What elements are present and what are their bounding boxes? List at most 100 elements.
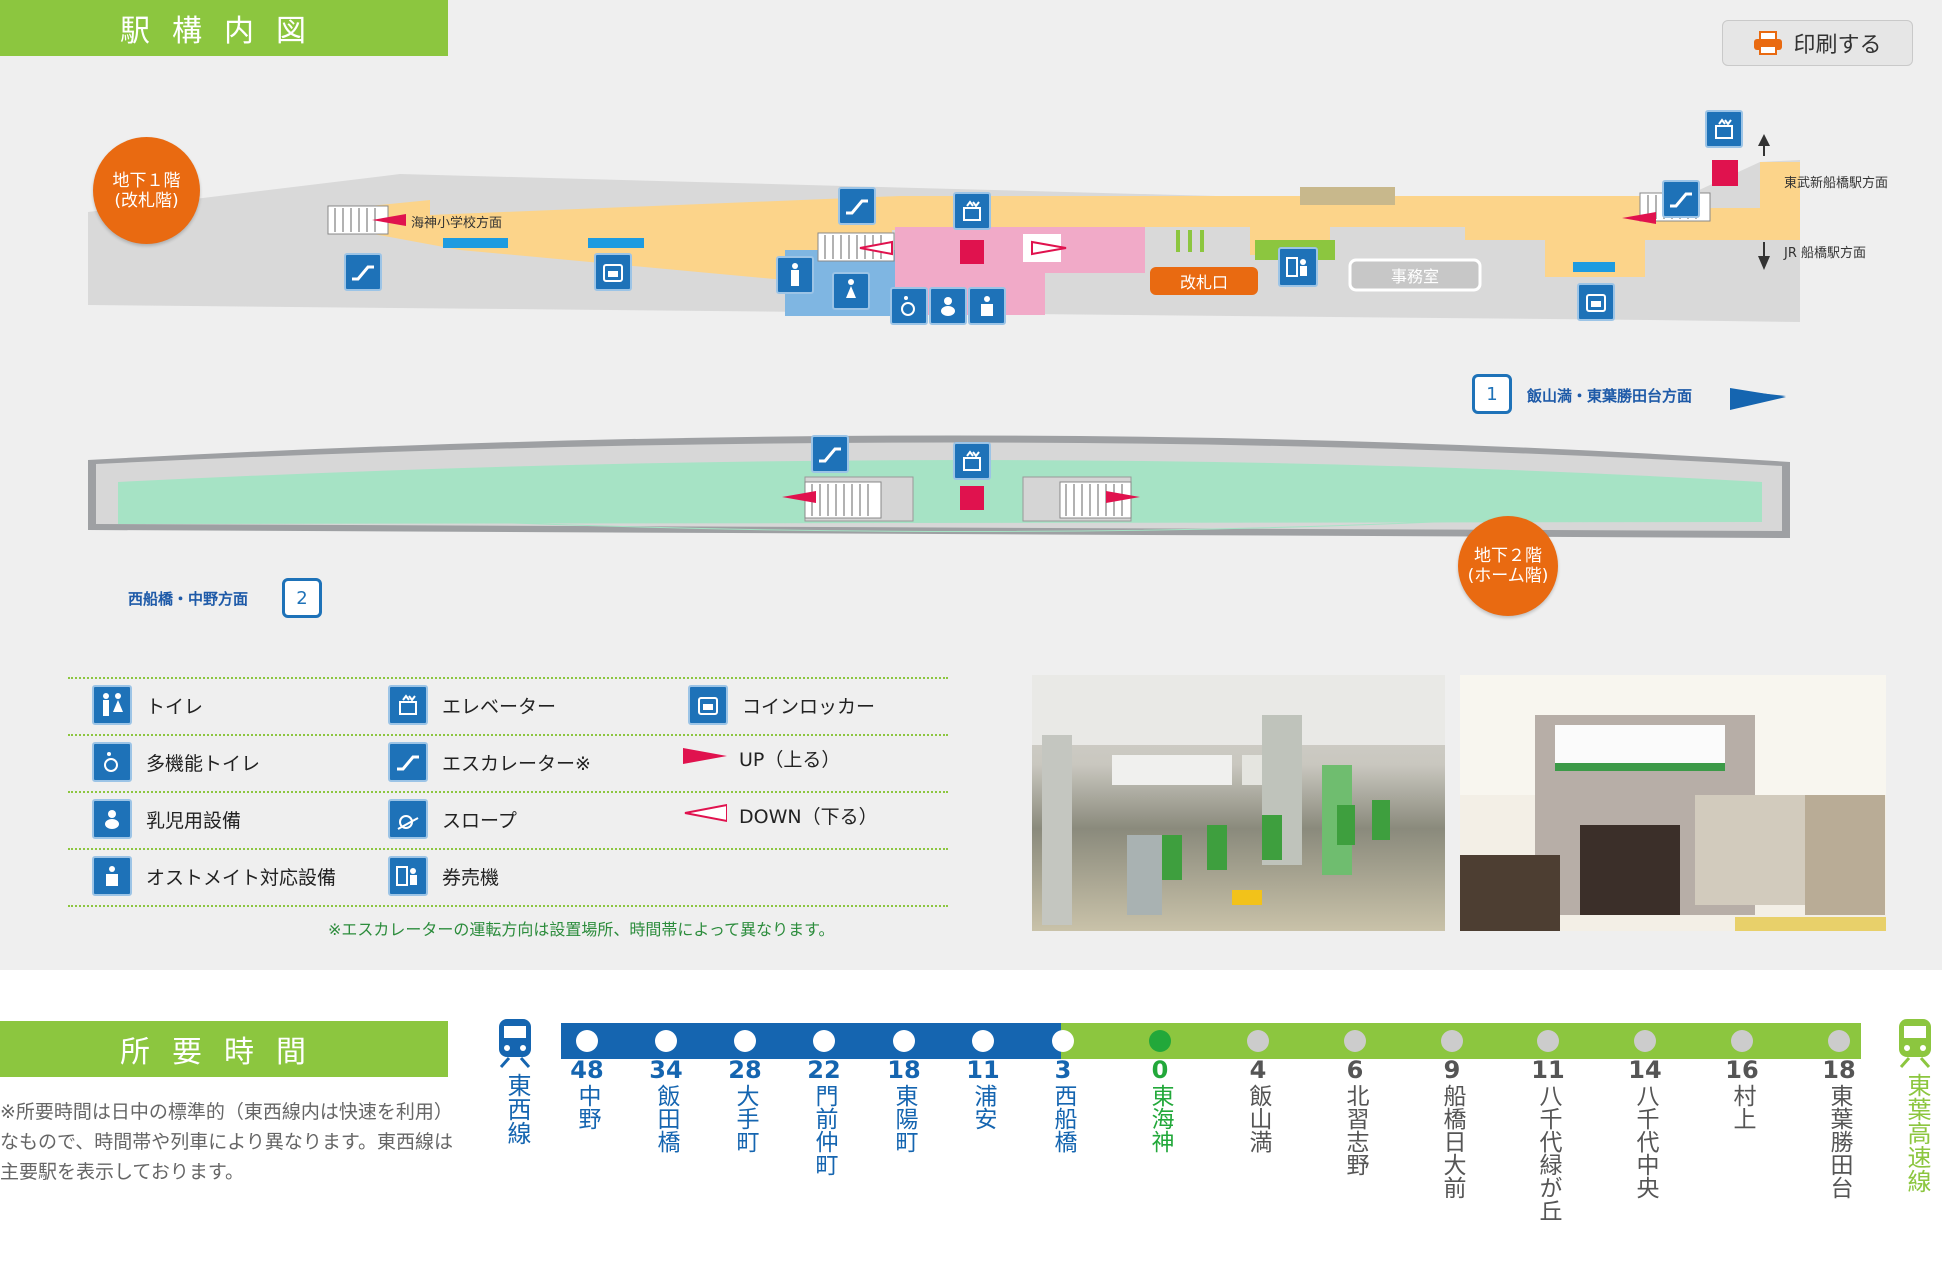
down-arrow-icon	[683, 803, 728, 828]
station-name: 中野	[574, 1084, 600, 1130]
station-minutes: 14	[1628, 1056, 1662, 1084]
legend-label: コインロッカー	[742, 695, 876, 718]
legend-multipurpose-toilet: 多機能トイレ	[92, 742, 260, 782]
legend-label: エスカレーター※	[442, 752, 591, 775]
station-minutes: 9	[1443, 1056, 1461, 1084]
legend-baby: 乳児用設備	[92, 799, 241, 839]
toyo-line-label: 東葉高速線	[1903, 1073, 1931, 1193]
time-section-title: 所要時間	[0, 1021, 448, 1077]
station-minutes: 34	[649, 1056, 683, 1084]
floor-b1-sub: (改札階)	[114, 190, 179, 211]
legend-coin-locker: コインロッカー	[688, 685, 875, 725]
floor-b1-name: 地下１階	[112, 170, 181, 191]
legend-label: 多機能トイレ	[146, 752, 261, 775]
platform-2-direction: 西船橋・中野方面	[128, 590, 249, 608]
station-dot	[1634, 1030, 1656, 1052]
station-name: 西船橋	[1050, 1084, 1076, 1153]
station-dot	[734, 1030, 756, 1052]
elevator-icon	[953, 442, 991, 480]
station-minutes: 0	[1151, 1056, 1169, 1084]
station-minutes: 4	[1249, 1056, 1267, 1084]
elevator-icon	[953, 192, 991, 230]
station-minutes: 48	[570, 1056, 604, 1084]
station-name: 浦安	[970, 1084, 996, 1130]
legend-up: UP（上る）	[683, 745, 840, 772]
station-name: 東葉勝田台	[1826, 1084, 1852, 1199]
legend-label: エレベーター	[442, 695, 557, 718]
escalator-icon	[344, 253, 382, 291]
station-dot	[1344, 1030, 1366, 1052]
wheelchair-icon	[890, 287, 928, 325]
toyo-train-icon	[1895, 1017, 1935, 1069]
tozai-line-label: 東西線	[503, 1073, 531, 1145]
coin-locker-icon	[594, 253, 632, 291]
floor-badge-b1: 地下１階 (改札階)	[93, 137, 200, 244]
station-dot	[893, 1030, 915, 1052]
escalator-icon	[811, 435, 849, 473]
station-dot	[813, 1030, 835, 1052]
print-button-label: 印刷する	[1793, 33, 1882, 58]
escalator-icon	[388, 742, 428, 782]
legend-down: DOWN（下る）	[683, 802, 878, 829]
legend-divider	[68, 848, 948, 850]
station-name: 八千代緑が丘	[1535, 1084, 1561, 1222]
legend-toilet: トイレ	[92, 685, 203, 725]
legend-escalator: エスカレーター※	[388, 742, 591, 782]
station-dot	[1247, 1030, 1269, 1052]
escalator-note: ※エスカレーターの運転方向は設置場所、時間帯によって異なります。	[328, 920, 835, 939]
station-floor-plan	[88, 134, 1800, 538]
station-minutes: 11	[966, 1056, 1000, 1084]
station-dot	[1149, 1030, 1171, 1052]
station-minutes: 22	[807, 1056, 841, 1084]
platform-2-number: 2	[282, 578, 322, 618]
ticket-gate-label: 改札口	[1179, 273, 1228, 292]
printer-icon	[1753, 31, 1783, 55]
station-name: 大手町	[732, 1084, 758, 1153]
floor-badge-b2: 地下２階 (ホーム階)	[1458, 516, 1558, 616]
escalator-icon	[838, 187, 876, 225]
station-minutes: 16	[1725, 1056, 1759, 1084]
legend-slope: スロープ	[388, 799, 517, 839]
station-name: 飯山満	[1245, 1084, 1271, 1153]
map-section-title: 駅構内図	[0, 0, 448, 56]
legend-label: スロープ	[442, 809, 517, 832]
baby-icon	[929, 287, 967, 325]
office-label: 事務室	[1390, 267, 1439, 286]
escalator-icon	[1662, 180, 1700, 218]
coin-locker-icon	[688, 685, 728, 725]
legend-label: DOWN（下る）	[739, 806, 878, 828]
ticket-machine-icon	[1278, 247, 1318, 287]
baby-icon	[92, 799, 132, 839]
slope-icon	[388, 799, 428, 839]
legend-divider	[68, 677, 948, 679]
toilet-icon	[776, 256, 814, 294]
toilet-icon	[92, 685, 132, 725]
ostomate-icon	[968, 287, 1006, 325]
time-note: ※所要時間は日中の標準的（東西線内は快速を利用）なもので、時間帯や列車により異な…	[0, 1101, 453, 1183]
station-name: 東海神	[1147, 1084, 1173, 1153]
station-minutes: 18	[1822, 1056, 1856, 1084]
station-dot	[576, 1030, 598, 1052]
coin-locker-icon	[1577, 283, 1615, 321]
legend-divider	[68, 734, 948, 736]
legend-divider	[68, 791, 948, 793]
station-minutes: 18	[887, 1056, 921, 1084]
legend-divider	[68, 905, 948, 907]
legend-label: UP（上る）	[739, 749, 841, 771]
legend-label: トイレ	[146, 695, 204, 718]
print-button[interactable]: 印刷する	[1722, 20, 1913, 66]
platform-1-number: 1	[1472, 374, 1512, 414]
station-minutes: 28	[728, 1056, 762, 1084]
ticket-gate-photo	[1032, 675, 1445, 931]
